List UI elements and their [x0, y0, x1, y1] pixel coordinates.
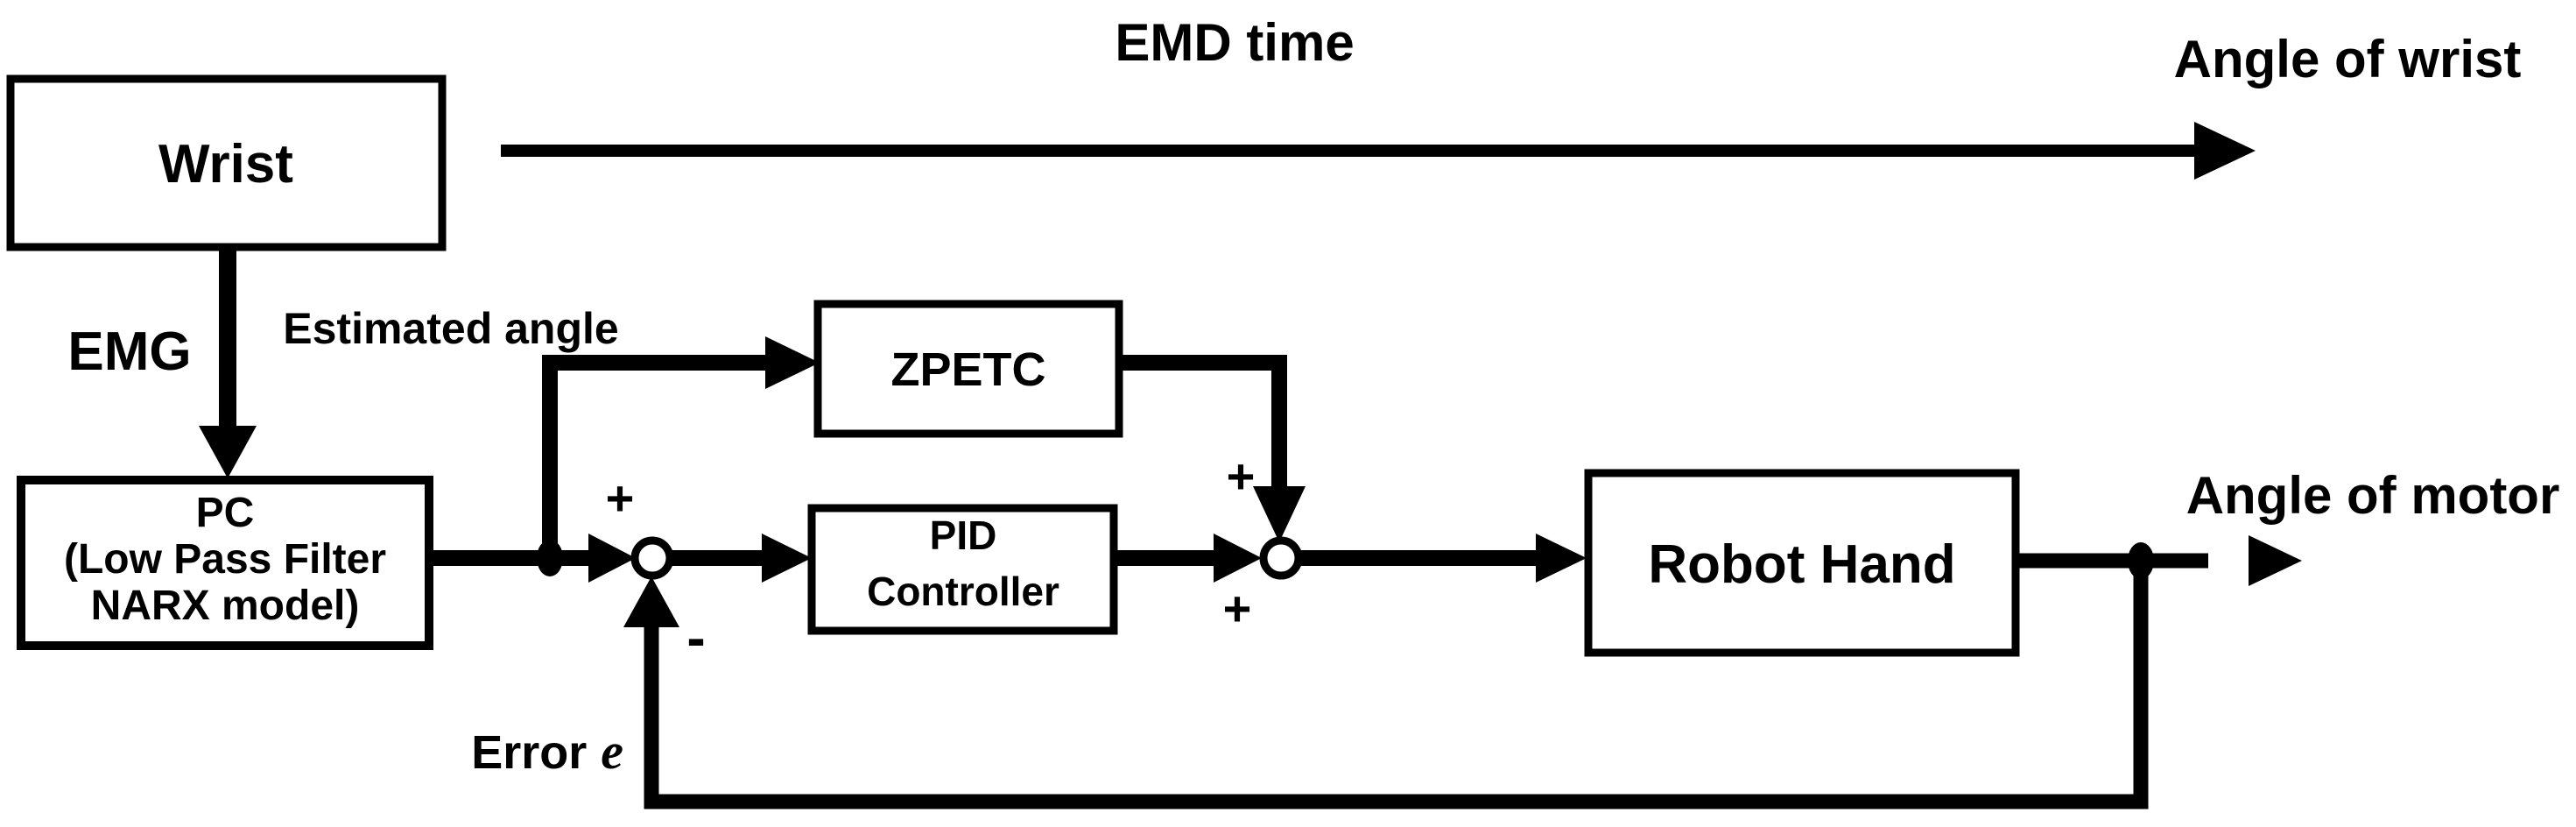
sum1-plus-sign: +: [606, 470, 635, 526]
error-word: Error: [471, 726, 587, 779]
robot-hand-label: Robot Hand: [1648, 534, 1955, 595]
robot-hand-input-arrowhead-icon: [1536, 534, 1587, 583]
angle-of-motor-label: Angle of motor: [2186, 466, 2560, 525]
feedback-arrowhead-icon: [623, 576, 679, 627]
summing-junction-1: [630, 536, 674, 580]
pid-label-line1: PID: [930, 512, 997, 558]
zpetc-output-arrowhead-icon: [1253, 486, 1306, 542]
angle-of-motor-arrowhead-icon: [2249, 535, 2302, 586]
summing-junction-2: [1259, 536, 1303, 580]
pid-block: [807, 504, 1118, 635]
zpetc-input-arrowhead-icon: [765, 336, 820, 389]
pc-label-line2: (Low Pass Filter: [64, 536, 386, 583]
robot-hand-block: [1584, 469, 2020, 657]
pc-label-line3: NARX model): [91, 583, 360, 629]
sum2-plus-top-sign: +: [1227, 449, 1256, 504]
pid-label-line2: Controller: [867, 569, 1059, 614]
sum2-plus-bottom-sign: +: [1223, 581, 1252, 636]
wrist-label: Wrist: [158, 134, 293, 194]
estimated-angle-label: Estimated angle: [283, 304, 618, 353]
sum1-minus-sign: -: [686, 606, 705, 669]
sum2-input-arrowhead-icon: [1214, 534, 1262, 583]
emd-time-label: EMD time: [1115, 13, 1354, 72]
zpetc-output-line: [1119, 355, 1287, 488]
emg-arrowhead-icon: [199, 426, 257, 478]
wrist-block: [6, 74, 447, 251]
emg-label: EMG: [67, 322, 191, 382]
angle-of-wrist-label: Angle of wrist: [2174, 30, 2522, 88]
pc-label-line1: PC: [196, 490, 255, 536]
pid-input-arrowhead-icon: [762, 534, 812, 583]
estimated-angle-branch-line: [542, 355, 769, 558]
zpetc-label: ZPETC: [890, 343, 1045, 396]
zpetc-block: [813, 300, 1123, 438]
feedback-line: [644, 561, 2149, 809]
error-symbol-e: e: [601, 723, 623, 780]
emd-time-arrowhead-icon: [2194, 122, 2256, 180]
pc-output-arrowhead-icon: [588, 534, 636, 583]
